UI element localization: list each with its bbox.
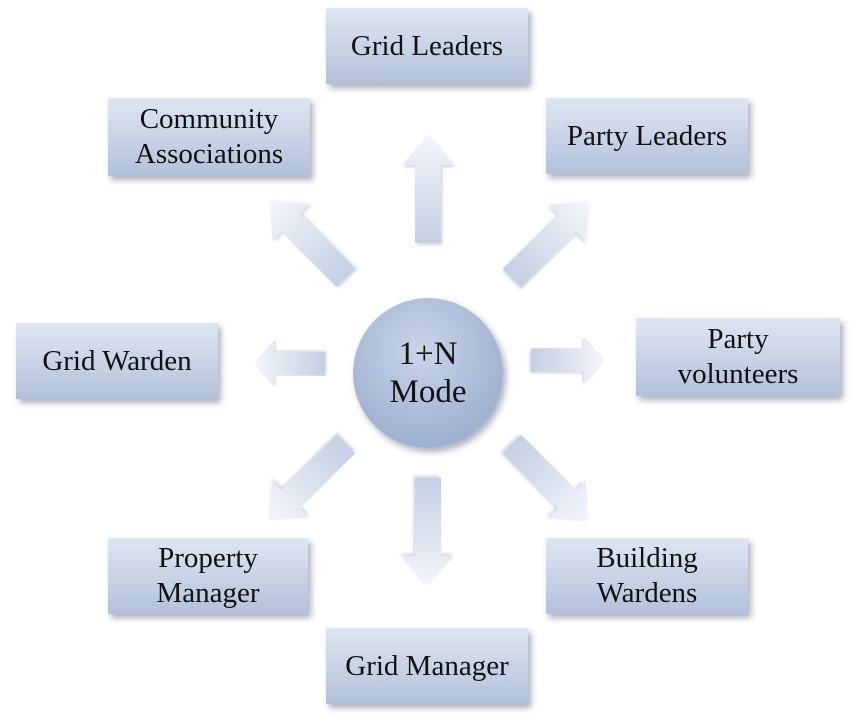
node-label: Grid Leaders [350,29,504,62]
node-label: Grid Warden [42,344,192,377]
node-label: Party Leaders [566,119,728,152]
node-grid-leaders: Grid Leaders [326,8,528,84]
node-label: Party volunteers [677,323,799,390]
arrow-left [254,340,325,388]
arrow-up-right [502,201,589,288]
node-label: Grid Manager [345,649,509,682]
node-label: Building Wardens [596,542,698,609]
node-label: Community Associations [134,103,284,170]
arrow-right [531,336,605,384]
hub-circle: 1+N Mode [353,298,503,448]
node-party-volunteers: Party volunteers [636,318,840,396]
node-party-leaders: Party Leaders [546,98,748,174]
arrow-up [402,135,454,243]
hub-label-line2: Mode [389,374,467,410]
arrow-down-left [269,434,356,521]
node-grid-manager: Grid Manager [326,628,528,704]
arrow-down-right [502,434,589,521]
arrow-down [402,478,454,586]
node-community-associations: Community Associations [108,98,310,176]
hub-label-line1: 1+N [398,336,458,372]
node-grid-warden: Grid Warden [16,323,218,399]
arrow-up-left [269,201,356,288]
node-building-wardens: Building Wardens [546,538,748,614]
node-label: Property Manager [156,542,260,609]
node-property-manager: Property Manager [108,538,308,614]
